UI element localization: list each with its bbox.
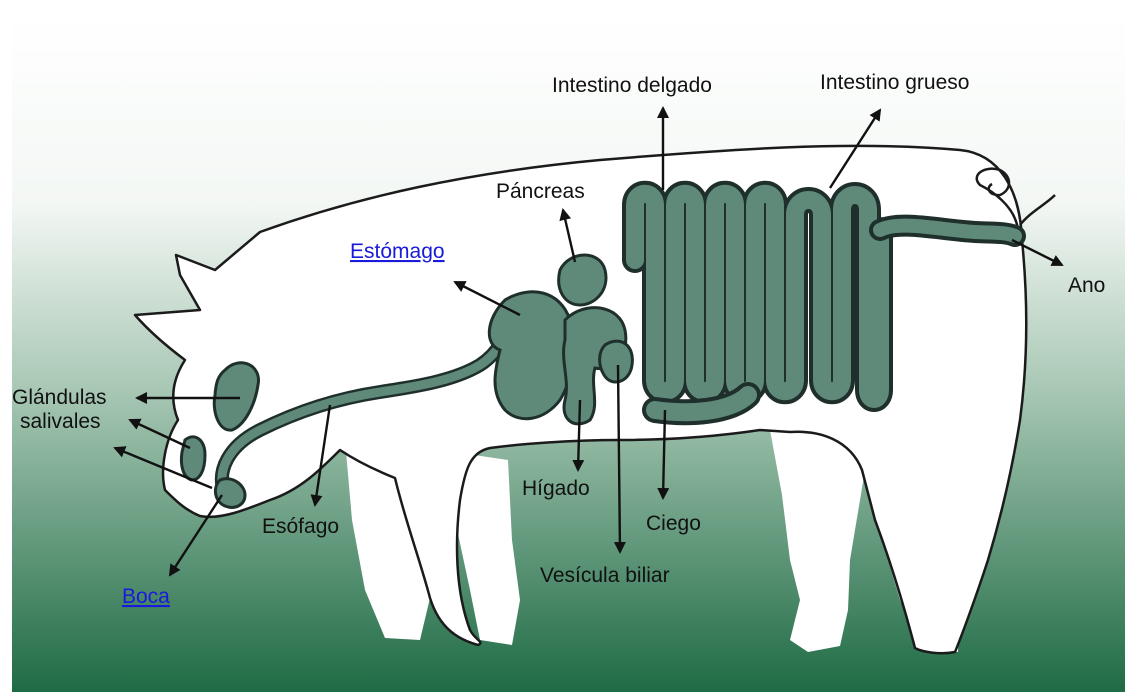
label-intestino-delgado: Intestino delgado [552,74,712,97]
mouth-organ [215,479,245,508]
label-pancreas: Páncreas [496,180,585,203]
label-higado: Hígado [522,477,590,500]
link-estomago[interactable]: Estómago [350,240,445,263]
label-vesicula-biliar: Vesícula biliar [540,564,670,587]
label-esofago: Esófago [262,515,339,538]
stomach-organ [489,292,574,419]
label-glandulas-line1: Glándulas [12,386,107,409]
pancreas-organ [559,255,606,305]
label-glandulas-line2: salivales [20,410,101,433]
label-ano: Ano [1068,274,1105,297]
salivary-gland-lower [181,437,205,480]
label-ciego: Ciego [646,512,701,535]
link-boca[interactable]: Boca [122,585,170,608]
gallbladder-organ [600,341,633,382]
label-intestino-grueso: Intestino grueso [820,71,969,94]
